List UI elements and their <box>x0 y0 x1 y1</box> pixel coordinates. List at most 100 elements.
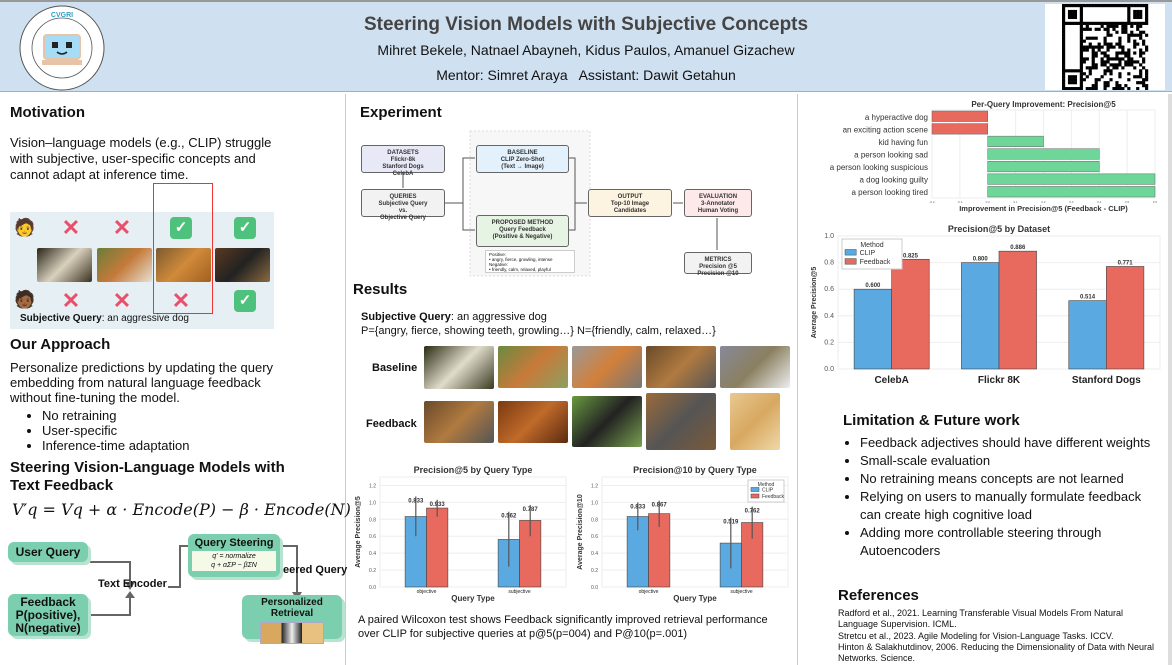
bullet: Inference-time adaptation <box>42 438 189 453</box>
value-label: 0.762 <box>745 509 761 515</box>
qr-module <box>1088 4 1092 8</box>
qr-module <box>1124 24 1128 28</box>
personalized-retrieval-box: Personalized Retrieval <box>242 595 342 644</box>
qr-module <box>1079 78 1083 82</box>
qr-module <box>1079 6 1083 11</box>
qr-module <box>1121 66 1125 70</box>
qr-module <box>1118 21 1122 25</box>
qr-module <box>1130 21 1134 25</box>
qr-module <box>1094 87 1098 90</box>
qr-module <box>1142 57 1146 61</box>
qr-module <box>1076 69 1080 73</box>
steering-formula: V′q = Vq + α · Encode(P) − β · Encode(N) <box>12 500 351 519</box>
qr-module <box>1062 9 1066 14</box>
bullet: Feedback adjectives should have differen… <box>860 434 1165 452</box>
qr-module <box>1062 81 1066 85</box>
qr-module <box>1115 54 1119 58</box>
qr-module <box>1082 57 1086 61</box>
qr-module <box>1127 72 1131 76</box>
qr-module <box>1064 69 1069 73</box>
qr-module <box>1115 87 1119 90</box>
legend-label: CLIP <box>762 488 774 494</box>
qr-module <box>1142 21 1146 25</box>
qr-module <box>1145 69 1149 73</box>
qr-module <box>1097 42 1101 46</box>
qr-module <box>1124 51 1128 55</box>
qr-module <box>1103 27 1107 31</box>
reference-item: Stretcu et al., 2023. Agile Modeling for… <box>838 631 1114 641</box>
reference-item: Hinton & Salakhutdinov, 2006. Reducing t… <box>838 642 1155 663</box>
qr-module <box>1085 75 1089 79</box>
qr-module <box>1127 18 1131 22</box>
results-pn: P={angry, fierce, showing teeth, growlin… <box>361 325 716 337</box>
qr-module <box>1145 15 1149 20</box>
qr-module <box>1133 33 1137 37</box>
qr-module <box>1127 57 1131 61</box>
x-tick-label: subjective <box>508 589 530 595</box>
x-tick-label: 0.1 <box>1014 200 1019 204</box>
qr-module <box>1118 63 1122 67</box>
qr-module <box>1109 24 1113 28</box>
qr-module <box>1109 72 1113 76</box>
qr-module <box>1091 66 1095 70</box>
qr-module <box>1121 21 1125 25</box>
qr-module <box>1106 48 1110 52</box>
qr-module <box>1062 36 1066 40</box>
qr-module <box>1133 60 1137 64</box>
scrollbar[interactable] <box>1168 94 1172 665</box>
user-query-box: User Query <box>8 542 88 562</box>
qr-module <box>1112 4 1116 8</box>
qr-module <box>1139 21 1143 25</box>
qr-module <box>1106 57 1110 61</box>
qr-module <box>1088 87 1092 90</box>
qr-module <box>1073 69 1078 73</box>
y-tick-label: 0.8 <box>369 517 376 523</box>
qr-module <box>1118 60 1122 64</box>
qr-module <box>1145 72 1149 76</box>
qr-module <box>1130 33 1134 37</box>
qr-module <box>1124 27 1128 31</box>
qr-module <box>1103 36 1107 40</box>
qr-module <box>1139 24 1143 28</box>
qr-module <box>1079 45 1083 49</box>
precision5-query-type-chart: Precision@5 by Query Type0.00.20.40.60.8… <box>355 465 567 603</box>
qr-module <box>1121 48 1125 52</box>
qr-module <box>1079 84 1083 88</box>
qr-module <box>1109 21 1113 25</box>
y-tick-label: a dog looking guilty <box>860 176 929 185</box>
qr-module <box>1139 30 1143 34</box>
qr-module <box>1079 15 1083 20</box>
steering-arrows <box>90 545 302 616</box>
qr-module <box>1103 54 1107 58</box>
value-label: 0.933 <box>430 502 446 508</box>
qr-module <box>1142 4 1146 8</box>
qr-module <box>1139 9 1143 14</box>
bar-clip <box>961 262 1000 370</box>
example-caption: Subjective Query: an aggressive dog <box>20 313 189 324</box>
bullet: Adding more controllable steering throug… <box>860 524 1165 560</box>
qr-module <box>1139 15 1143 20</box>
qr-module <box>1094 54 1098 58</box>
qr-module <box>1100 63 1104 67</box>
caption-bold: Subjective Query <box>20 313 102 324</box>
qr-module <box>1142 30 1146 34</box>
box-title: EVALUATION <box>698 194 738 200</box>
qr-module <box>1062 21 1066 25</box>
qr-module <box>1136 27 1140 31</box>
baseline-image <box>424 346 494 389</box>
x-tick-label: 0.2 <box>1041 200 1046 204</box>
y-tick-label: 0.2 <box>824 339 834 346</box>
qr-module <box>1091 87 1095 90</box>
qr-module <box>1073 78 1078 82</box>
qr-module <box>1100 4 1104 8</box>
qr-code-icon[interactable] <box>1045 4 1165 90</box>
approach-heading: Our Approach <box>10 336 111 353</box>
qr-module <box>1079 4 1083 8</box>
qr-module <box>1062 18 1066 22</box>
qr-module <box>1079 18 1083 22</box>
y-tick-label: a person looking tired <box>852 188 929 197</box>
baseline-image <box>646 346 716 388</box>
qr-module <box>1079 24 1083 28</box>
bar-feedback <box>1106 266 1145 370</box>
